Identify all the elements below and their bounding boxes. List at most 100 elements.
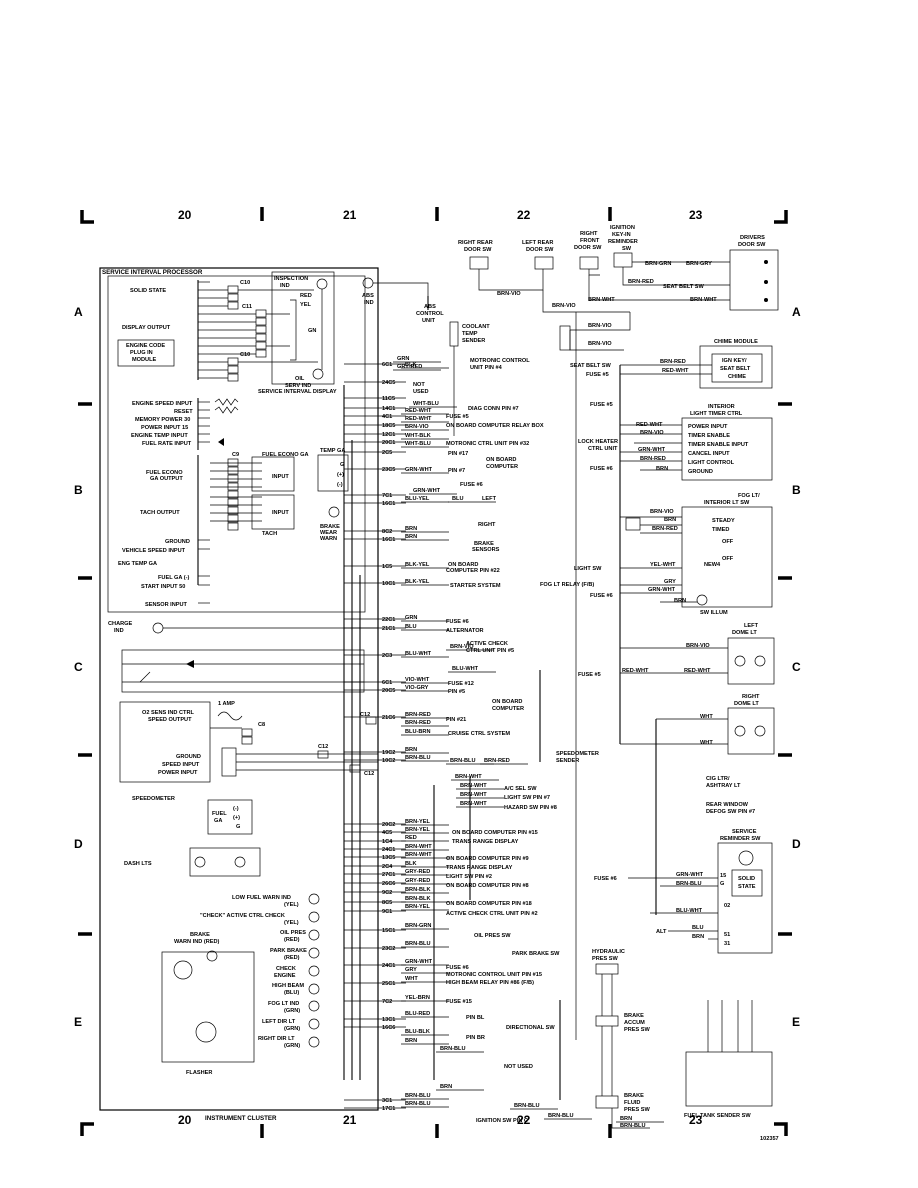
fuel-ga-neg-label: FUEL GA (-) [158, 575, 190, 581]
right-dir-label-2: (GRN) [284, 1043, 300, 1049]
row-label-b-right: B [792, 483, 801, 497]
temp-ga-label: TEMP GA [320, 448, 345, 454]
destination-label-53: IGNITION SW PIN C [476, 1118, 528, 1124]
solid-state-label: SOLID STATE [130, 288, 166, 294]
temp-ga-plus: (+) [337, 472, 344, 478]
c12-label-1: C12 [360, 712, 370, 718]
blu-wht-right: BLU-WHT [676, 908, 703, 914]
key-in-label-3: REMINDER [608, 239, 638, 245]
right-dome-label-1: RIGHT [742, 694, 760, 700]
grid-labels: 20 21 22 23 20 21 22 23 A B C D E A B C … [74, 208, 801, 1127]
destination-label-37: ON BOARD COMPUTER PIN #9 [446, 856, 529, 862]
sensor-input-label: SENSOR INPUT [145, 602, 188, 608]
park-brake-label-2: (RED) [284, 955, 300, 961]
wire-label-45: BRN-YEL [405, 904, 430, 910]
fuel-econo-ga-label: FUEL ECONO GA [262, 452, 309, 458]
wire-label-51: YEL-BRN [405, 995, 430, 1001]
hydraulic-label-1: HYDRAULIC [592, 949, 625, 955]
oil-label: OIL [295, 376, 305, 382]
seat-belt-sw-top: SEAT BELT SW [663, 284, 705, 290]
col-label-21: 21 [343, 208, 357, 222]
memory-power-label: MEMORY POWER 30 [135, 417, 190, 423]
timer-pin-5: LIGHT CONTROL [688, 460, 735, 466]
brn-right-3: BRN [674, 598, 686, 604]
fuse5-right-2: FUSE #5 [590, 402, 613, 408]
fuse5-right-1: FUSE #5 [586, 372, 609, 378]
pin-label-30: 27C1 [382, 872, 395, 878]
engine-code-label-2: PLUG IN [130, 350, 153, 356]
wire-label-5: RED-WHT [405, 416, 432, 422]
wire-label-27: BRN [405, 747, 417, 753]
wire-label-3: WHT-BLU [413, 401, 439, 407]
right-side-components: CHIME MODULE IGN KEY/ SEAT BELT CHIME SE… [540, 339, 779, 1142]
speedometer-label: SPEEDOMETER [132, 796, 175, 802]
red-wht-right-4: RED-WHT [684, 668, 711, 674]
pin-labels: 6C124C511C514C14C118C512C120C12C523C57C1… [382, 362, 395, 1112]
destination-label-11: COMPUTER [486, 464, 518, 470]
high-beam-label-1: HIGH BEAM [272, 983, 304, 989]
destination-label-22: ACTIVE CHECK [466, 641, 508, 647]
destination-label-47: HIGH BEAM RELAY PIN #86 (F/B) [446, 980, 534, 986]
wire-label-34: BRN-WHT [460, 801, 487, 807]
wire-label-48: GRN-WHT [405, 959, 433, 965]
pin-label-22: 19C2 [382, 750, 395, 756]
lower-cluster: CHARGE IND FUEL GA (-) (+) G DASH LTS LO… [108, 621, 378, 1076]
wire-label-1: GRY-RED [397, 364, 422, 370]
pin-label-1: 24C5 [382, 380, 395, 386]
col-label-20: 20 [178, 208, 192, 222]
check-engine-label-1: CHECK [276, 966, 296, 972]
destination-label-31: SENDER [556, 758, 579, 764]
wire-label-12: BLU [452, 496, 464, 502]
wire-label-43: BRN-BLK [405, 887, 430, 893]
wht-right-1: WHT [700, 714, 713, 720]
fog-interior-label-2: INTERIOR LT SW [704, 500, 750, 506]
input-label-2: INPUT [272, 510, 289, 516]
wire-label-2: BLK [405, 362, 417, 368]
speedo-ground-label: GROUND [176, 754, 201, 760]
service-reminder-label-1: SERVICE [732, 829, 757, 835]
fog-lt-relay-label: FOG LT RELAY (F/B) [540, 582, 594, 588]
pin-label-18: 2C3 [382, 653, 392, 659]
destination-label-3: USED [413, 389, 429, 395]
wire-label-17: GRN [405, 615, 417, 621]
destination-label-34: HAZARD SW PIN #8 [504, 805, 557, 811]
wht-right-2: WHT [700, 740, 713, 746]
wire-label-26: BLU-BRN [405, 729, 430, 735]
wire-label-33: BRN-WHT [460, 792, 487, 798]
destination-label-6: ON BOARD COMPUTER RELAY BOX [446, 423, 544, 429]
service-solid-2: STATE [738, 884, 756, 890]
pin-label-39: 7C2 [382, 999, 392, 1005]
timer-pin-4: CANCEL INPUT [688, 451, 730, 457]
brake-accum-label-3: PRES SW [624, 1027, 651, 1033]
destination-label-26: ON BOARD [492, 699, 522, 705]
brake-wear-label-3: WARN [320, 536, 337, 542]
speedo-speed-input-label: SPEED INPUT [162, 762, 200, 768]
wire-label-36: BRN-YEL [405, 827, 430, 833]
row-label-c-right: C [792, 660, 801, 674]
pin-label-25: 4C5 [382, 830, 392, 836]
destination-label-40: ON BOARD COMPUTER PIN #8 [446, 883, 529, 889]
pin-label-27: 24C1 [382, 847, 395, 853]
destination-label-46: MOTRONIC CONTROL UNIT PIN #15 [446, 972, 542, 978]
pin-label-19: 6C1 [382, 680, 392, 686]
fog-lt-label-1: FOG LT IND [268, 1001, 299, 1007]
wire-label-9: GRN-WHT [405, 467, 433, 473]
o2-sens-label-2: SPEED OUTPUT [148, 717, 192, 723]
wire-label-7: WHT-BLK [405, 433, 431, 439]
pin-label-29: 2C4 [382, 864, 393, 870]
pin-label-5: 18C5 [382, 423, 395, 429]
pin-label-31: 26C6 [382, 881, 395, 887]
wire-label-11: BLU-YEL [405, 496, 430, 502]
right-front-door-label-3: DOOR SW [574, 245, 602, 251]
pin-label-33: 8C5 [382, 900, 392, 906]
pin-label-42: 3C1 [382, 1098, 392, 1104]
abs-ind-label-1: ABS [362, 293, 374, 299]
destination-label-49: PIN BL [466, 1015, 485, 1021]
wire-label-19: BRN-VIO [450, 644, 474, 650]
abs-cu-label-3: UNIT [422, 318, 436, 324]
flasher-label: FLASHER [186, 1070, 212, 1076]
row-label-d-right: D [792, 837, 801, 851]
service-interval-display-label: SERVICE INTERVAL DISPLAY [258, 389, 337, 395]
check-engine-label-2: ENGINE [274, 973, 296, 979]
pin-column [343, 385, 361, 1080]
